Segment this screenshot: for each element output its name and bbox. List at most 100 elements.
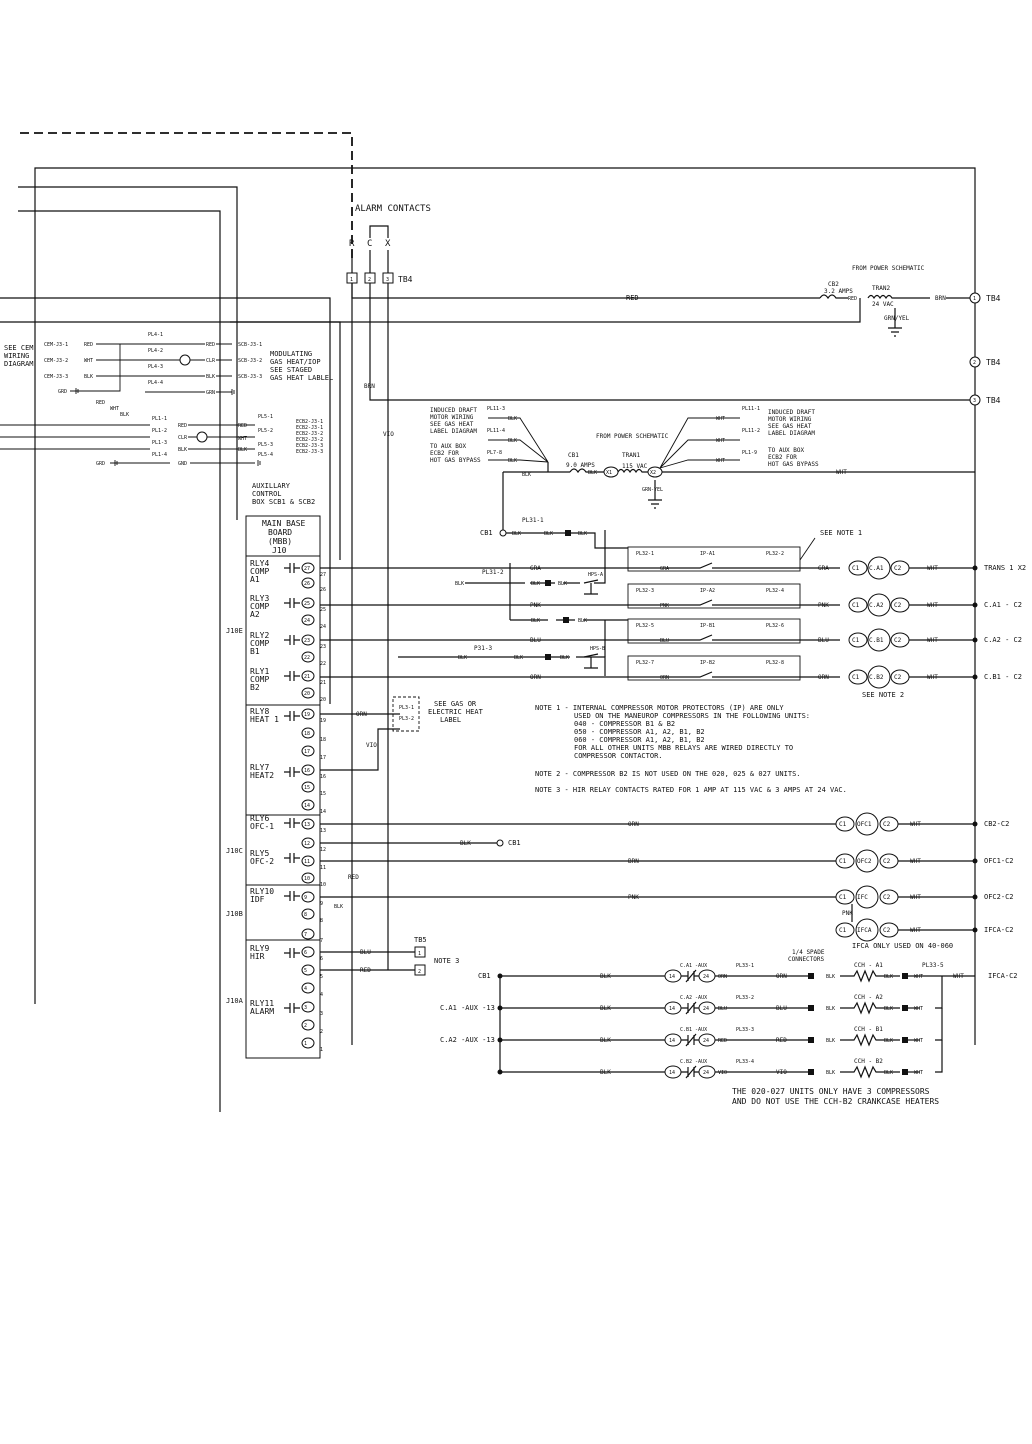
aux-14-label: 14 [669,1038,675,1044]
alarm-r: R [349,239,355,249]
mbb-pin-label: 10 [304,876,310,882]
svg-text:WIRING: WIRING [4,352,29,360]
svg-text:WHT: WHT [716,458,725,464]
mbb-pins: 2727262625252424232322222121202019191818… [301,562,326,1053]
aux-14-label: 14 [669,1006,675,1012]
blk-label: BLK [884,1070,893,1076]
wht-label: WHT [910,821,921,828]
spade-connector [808,1037,814,1043]
ip-switch [628,634,800,641]
c2-label: C2 [883,821,891,828]
mbb-pin [301,670,315,682]
relay-contact [284,1003,300,1013]
relay-label: B2 [250,683,260,692]
mbb-pin-label: 12 [304,841,310,847]
junction-dot [972,927,978,933]
cb2-label: CB2 [828,281,839,288]
mbb-pin-label: 13 [320,828,326,834]
fan-wire-label: PNK [628,894,639,901]
svg-text:3.2 AMPS: 3.2 AMPS [824,288,853,295]
mbb-pin-label: 1 [304,1041,307,1047]
mbb-pin-label: 11 [320,865,326,871]
svg-text:BOX SCB1 & SCB2: BOX SCB1 & SCB2 [252,498,315,506]
mbb-pin [301,818,315,830]
svg-text:PL3-1: PL3-1 [399,705,414,711]
comp-wire-label: PNK [530,602,541,609]
c2-label: C2 [883,927,891,934]
svg-text:GAS HEAT LABLEL: GAS HEAT LABLEL [270,374,333,382]
svg-text:BLK: BLK [206,374,215,380]
svg-text:PL4-1: PL4-1 [148,332,163,338]
relay-contact [284,891,300,901]
alarm-contacts-title: ALARM CONTACTS [355,204,431,214]
blk-label: BLK [600,1037,611,1044]
mbb-pin [301,946,315,958]
svg-text:CEM-J3-1: CEM-J3-1 [44,342,68,348]
relay-label: COMP [250,567,269,576]
wht-label: WHT [927,637,938,644]
alarm-contact-bracket [369,225,389,238]
compressor-right-label: C.A2 - C2 [984,636,1022,644]
mbb-pin-label: 9 [320,901,323,907]
mbb-pin-label: 9 [304,895,307,901]
pl32-label: PL32-3 [636,588,654,594]
svg-text:HOT GAS BYPASS: HOT GAS BYPASS [430,457,481,464]
wht-label: WHT [914,1006,923,1012]
junction-dot [972,674,978,680]
tb5-terminal-1 [414,946,426,958]
svg-text:CLR: CLR [178,435,188,441]
pl32-label: PL32-4 [766,588,784,594]
alarm-x: X [385,239,391,249]
tran1-label: TRAN1 [622,452,640,459]
wht-label: WHT [910,894,921,901]
ip-box [627,546,801,572]
mbb-pin [301,727,315,739]
svg-text:PL5-3: PL5-3 [258,442,273,448]
tran2-label: TRAN2 [872,285,890,292]
svg-text:GRN/YEL: GRN/YEL [884,315,910,322]
svg-text:PL1-1: PL1-1 [152,416,167,422]
note-line: NOTE 2 - COMPRESSOR B2 IS NOT USED ON TH… [535,770,801,778]
aux-contact [681,1065,700,1079]
heat-plug-box [392,696,420,732]
aux-14-label: 14 [669,974,675,980]
svg-text:J10E: J10E [226,627,243,635]
crankcase-note: THE 020-027 UNITS ONLY HAVE 3 COMPRESSOR… [732,1087,930,1096]
c1-terminal [835,816,855,832]
aux-24-label: 24 [703,1006,709,1012]
c1-terminal [848,669,868,685]
c1-label: C1 [839,894,847,901]
pl32-label: PL32-6 [766,623,784,629]
svg-text:TB4: TB4 [986,396,1001,405]
tran1-coil [617,468,648,474]
relay-label: HEAT2 [250,771,274,780]
modulating-gas-heat-label: MODULATING [270,350,312,358]
svg-text:BLK: BLK [508,438,517,444]
cb2-breaker [819,294,848,300]
svg-text:LABEL: LABEL [440,716,461,724]
mbb-pin-label: 21 [304,674,310,680]
mbb-pin-label: 17 [304,749,310,755]
mbb-pin [301,908,315,920]
pl33-label: PL33-1 [736,963,754,969]
svg-text:SCB-J3-1: SCB-J3-1 [238,342,262,348]
mbb-pin-label: 19 [304,712,310,718]
relay-label: OFC-2 [250,857,274,866]
mbb-pin [301,634,315,646]
mbb-pin-label: 3 [320,1011,323,1017]
crank-return-wire [935,1040,943,1073]
comp-wire-label: BLU [818,637,829,644]
comp-wire-label: GRA [818,565,829,572]
c1-terminal [835,922,855,938]
svg-text:J10: J10 [272,546,287,555]
crank-return-wire [935,1008,943,1041]
fan-label: IFC [857,894,868,901]
hps-a-switch [583,579,599,595]
mbb-title: MAIN BASE [262,519,306,528]
compressor-label: C.A1 [869,565,884,572]
cem-label: SEE CEM [4,344,34,352]
dashed-feed-line [20,132,353,260]
svg-text:CB1: CB1 [480,529,493,537]
svg-text:LABEL DIAGRAM: LABEL DIAGRAM [768,430,815,437]
svg-text:9.0 AMPS: 9.0 AMPS [566,462,595,469]
